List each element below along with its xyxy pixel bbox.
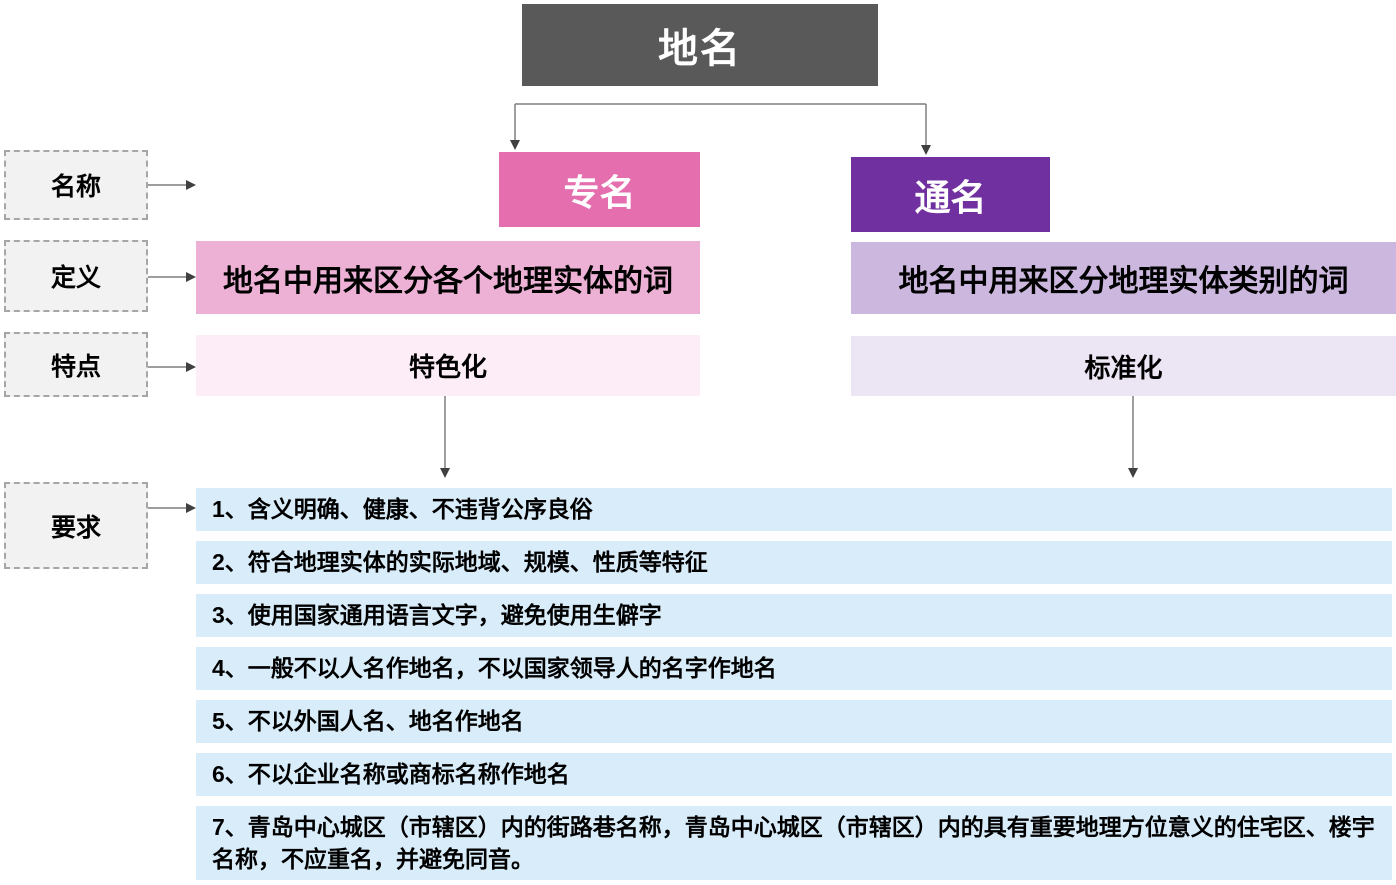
root-node-title: 地名 bbox=[658, 27, 742, 71]
trait-specific-box: 特色化 bbox=[196, 335, 700, 396]
row-label-trait: 特点 bbox=[4, 332, 148, 397]
requirement-item-4: 4、一般不以人名作地名，不以国家领导人的名字作地名 bbox=[196, 647, 1392, 690]
arrowhead-label-definition bbox=[186, 272, 196, 282]
requirement-item-6: 6、不以企业名称或商标名称作地名 bbox=[196, 753, 1392, 796]
specific-name-node: 专名 bbox=[499, 152, 700, 227]
row-label-definition: 定义 bbox=[4, 240, 148, 312]
arrowhead-to-generic bbox=[921, 145, 931, 155]
row-label-definition-text: 定义 bbox=[50, 264, 101, 292]
trait-specific-text: 特色化 bbox=[408, 352, 487, 382]
row-label-trait-text: 特点 bbox=[50, 352, 101, 381]
arrowhead-label-name bbox=[186, 180, 196, 190]
arrowhead-specific-requirements bbox=[440, 468, 450, 478]
definition-generic-box: 地名中用来区分地理实体类别的词 bbox=[851, 242, 1396, 314]
arrowhead-label-requirement bbox=[186, 503, 196, 513]
trait-generic-box: 标准化 bbox=[851, 336, 1396, 396]
requirement-item-7: 7、青岛中心城区（市辖区）内的街路巷名称，青岛中心城区（市辖区）内的具有重要地理… bbox=[196, 806, 1392, 881]
requirement-item-2: 2、符合地理实体的实际地域、规模、性质等特征 bbox=[196, 541, 1392, 584]
generic-name-label: 通名 bbox=[914, 176, 987, 218]
definition-generic-text: 地名中用来区分地理实体类别的词 bbox=[898, 265, 1349, 298]
row-label-requirement: 要求 bbox=[4, 482, 148, 569]
root-node-placename: 地名 bbox=[522, 4, 878, 86]
requirement-item-5: 5、不以外国人名、地名作地名 bbox=[196, 700, 1392, 743]
row-label-name: 名称 bbox=[4, 150, 148, 220]
arrowhead-label-trait bbox=[186, 362, 196, 372]
definition-specific-box: 地名中用来区分各个地理实体的词 bbox=[196, 241, 700, 314]
trait-generic-text: 标准化 bbox=[1084, 352, 1163, 383]
row-label-requirement-text: 要求 bbox=[50, 513, 101, 542]
arrowhead-generic-requirements bbox=[1128, 468, 1138, 478]
row-label-name-text: 名称 bbox=[50, 173, 101, 201]
requirement-item-1: 1、含义明确、健康、不违背公序良俗 bbox=[196, 488, 1392, 531]
arrowhead-to-specific bbox=[510, 140, 520, 150]
generic-name-node: 通名 bbox=[851, 157, 1050, 232]
definition-specific-text: 地名中用来区分各个地理实体的词 bbox=[223, 264, 673, 298]
requirement-item-3: 3、使用国家通用语言文字，避免使用生僻字 bbox=[196, 594, 1392, 637]
requirements-list: 1、含义明确、健康、不违背公序良俗 2、符合地理实体的实际地域、规模、性质等特征… bbox=[196, 488, 1392, 881]
specific-name-label: 专名 bbox=[563, 171, 636, 213]
